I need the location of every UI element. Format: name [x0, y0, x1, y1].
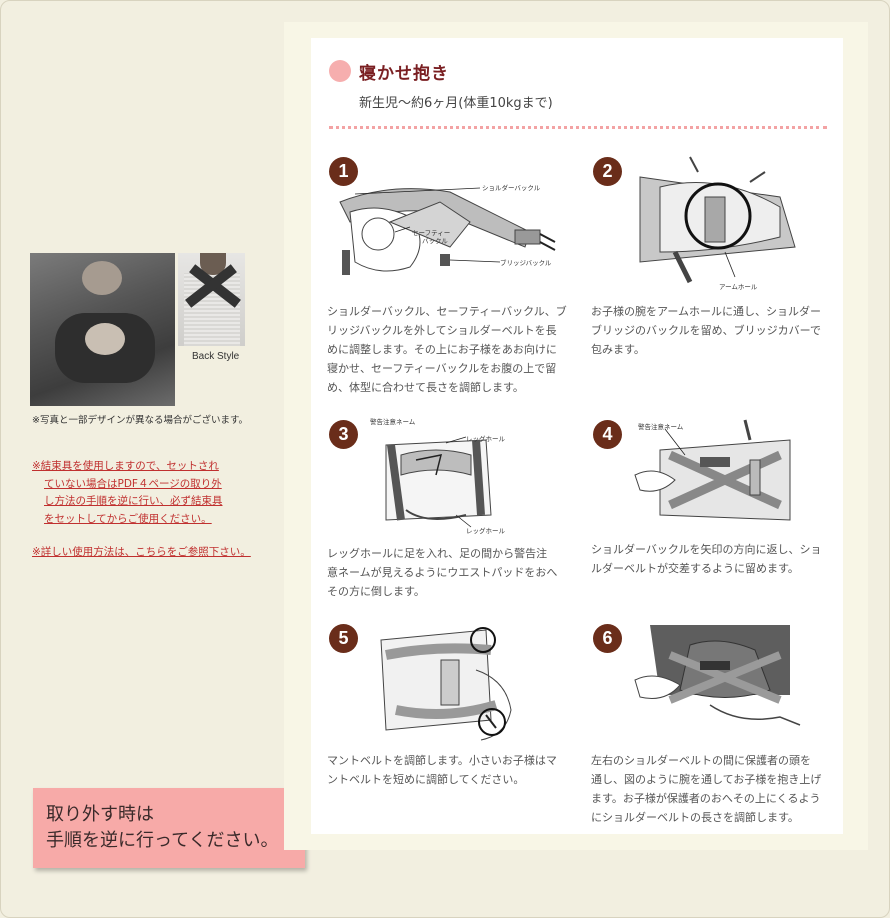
step-1-badge: 1 — [329, 157, 358, 186]
step-6-text: 左右のショルダーベルトの間に保護者の頭を通し、図のように腕を通してお子様を抱き上… — [591, 754, 822, 824]
step-1-text: ショルダーバックル、セーフティーバックル、ブリッジバックルを外してショルダーベル… — [327, 305, 567, 394]
details-link[interactable]: ※詳しい使用方法は、こちらをご参照下さい。 — [32, 546, 251, 558]
step-2-badge: 2 — [593, 157, 622, 186]
removal-callout: 取り外す時は 手順を逆に行ってください。 — [33, 788, 332, 868]
step-3-label-leghole-bottom: レッグホール — [466, 526, 506, 535]
binder-note-line-2[interactable]: ていない場合はPDF４ページの取り外 — [44, 477, 222, 490]
step-2-label-armhole: アームホール — [719, 283, 758, 291]
step-1-label-bridge-buckle: ブリッジバックル — [500, 258, 552, 267]
photo-disclaimer: ※写真と一部デザインが異なる場合がございます。 — [32, 415, 249, 426]
step-2-illustration: アームホール — [630, 152, 805, 292]
product-photo-back — [178, 253, 245, 346]
step-1-label-safety-buckle-2: バックル — [422, 237, 448, 245]
removal-callout-text: 取り外す時は 手順を逆に行ってください。 — [46, 804, 279, 851]
step-3-label-leghole-top: レッグホール — [466, 434, 506, 443]
product-photo-front — [30, 253, 175, 406]
step-3-illustration: 警告注意ネーム レッグホール レッグホール — [366, 415, 516, 540]
section-subtitle: 新生児〜約6ヶ月(体重10kgまで) — [359, 96, 553, 111]
step-2-text: お子様の腕をアームホールに通し、ショルダーブリッジのバックルを留め、ブリッジカバ… — [591, 305, 822, 356]
step-4-label-warning-tag: 警告注意ネーム — [638, 422, 684, 431]
binder-note-line-4[interactable]: をセットしてからご使用ください。 — [44, 512, 212, 525]
step-5-text: マントベルトを調節します。小さいお子様はマントベルトを短めに調節してください。 — [327, 754, 557, 786]
step-1-label-safety-buckle-1: セーフティー — [412, 229, 450, 237]
step-1-label-shoulder-buckle: ショルダーバックル — [482, 183, 541, 192]
step-3-label-warning-tag: 警告注意ネーム — [370, 417, 416, 426]
usage-notes: ※結束具を使用しますので、セットされ ていない場合はPDF４ページの取り外 し方… — [32, 458, 272, 562]
section-divider — [329, 126, 827, 129]
back-style-label: Back Style — [192, 351, 240, 362]
step-4-illustration: 警告注意ネーム — [630, 415, 805, 535]
step-1-illustration: ショルダーバックル セーフティー バックル ブリッジバックル — [330, 172, 570, 282]
binder-note-line-3[interactable]: し方法の手順を逆に行い、必ず結束具 — [44, 495, 223, 507]
section-bullet-icon — [329, 60, 351, 82]
step-6-badge: 6 — [593, 624, 622, 653]
step-4-badge: 4 — [593, 420, 622, 449]
step-3-text: レッグホールに足を入れ、足の間から警告注意ネームが見えるようにウエストパッドをお… — [327, 547, 558, 598]
step-3-badge: 3 — [329, 420, 358, 449]
step-6-illustration — [630, 625, 805, 735]
section-title: 寝かせ抱き — [359, 64, 449, 84]
step-4-text: ショルダーバックルを矢印の方向に返し、ショルダーベルトが交差するように留めます。 — [591, 543, 822, 575]
binder-note-line-1[interactable]: ※結束具を使用しますので、セットされ — [32, 460, 219, 472]
step-5-badge: 5 — [329, 624, 358, 653]
step-5-illustration — [366, 620, 526, 745]
